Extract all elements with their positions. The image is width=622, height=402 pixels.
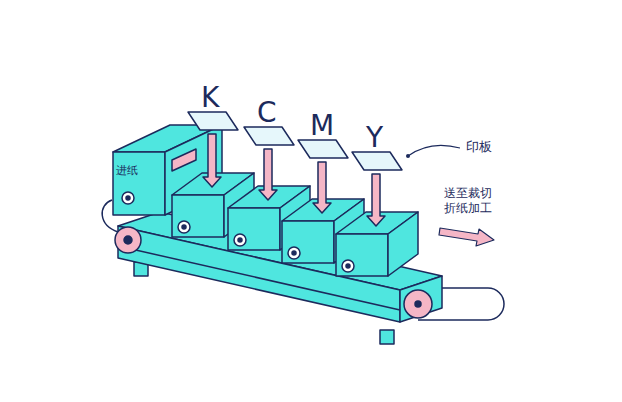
shape	[203, 134, 221, 187]
output-label: 送至裁切 折纸加工	[444, 186, 498, 216]
dial	[234, 234, 246, 246]
dial	[182, 225, 186, 229]
shape	[388, 212, 418, 276]
plate-letter: C	[257, 99, 277, 127]
shape	[367, 174, 385, 226]
shape	[188, 112, 238, 130]
dial	[238, 238, 242, 242]
shape	[336, 234, 388, 276]
dial	[288, 247, 300, 259]
dial	[342, 260, 354, 272]
shape	[313, 162, 331, 213]
shape	[228, 208, 280, 250]
plate-letter: K	[201, 84, 219, 112]
shape	[352, 152, 402, 170]
plate-letter: M	[310, 112, 334, 140]
feed-label: 进纸	[116, 164, 138, 178]
shape	[244, 127, 294, 145]
dial	[178, 221, 190, 233]
shape	[298, 140, 348, 158]
dial	[346, 264, 350, 268]
plate-label: 印板	[466, 139, 492, 155]
shape	[172, 195, 224, 237]
shape	[282, 221, 334, 263]
plate-letter: Y	[366, 124, 383, 152]
dial	[292, 251, 296, 255]
shape	[259, 149, 277, 200]
